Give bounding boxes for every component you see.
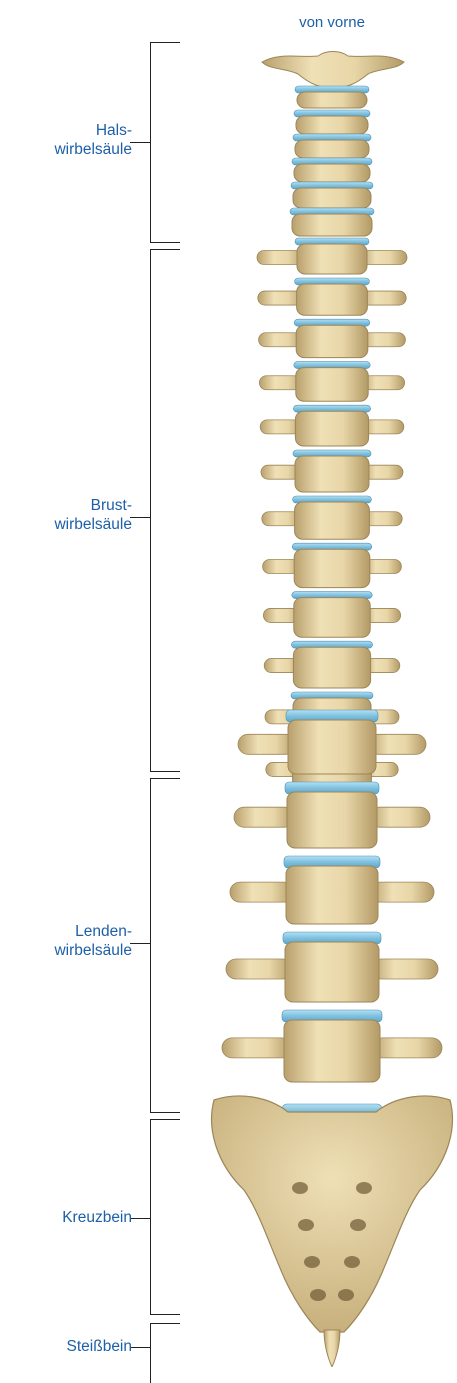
sacral-foramen xyxy=(338,1289,354,1301)
transverse-process-left xyxy=(230,882,294,902)
transverse-process-right xyxy=(368,734,426,754)
vertebra-body xyxy=(294,164,370,182)
transverse-process-right xyxy=(369,807,430,827)
sacral-foramen xyxy=(356,1182,372,1194)
transverse-process-right xyxy=(372,1038,442,1058)
transverse-process-left xyxy=(222,1038,292,1058)
sacral-foramen xyxy=(292,1182,308,1194)
transverse-process-left xyxy=(238,734,296,754)
transverse-process-left xyxy=(234,807,295,827)
vertebra-body xyxy=(295,502,370,539)
transverse-process-left xyxy=(226,959,293,979)
sacral-foramen xyxy=(298,1219,314,1231)
vertebra-body xyxy=(285,942,379,1002)
vertebra-body xyxy=(288,720,376,774)
vertebra-body xyxy=(287,792,377,848)
sacral-foramen xyxy=(344,1256,360,1268)
transverse-process-right xyxy=(371,959,438,979)
vertebra-body xyxy=(295,456,369,492)
vertebra-body xyxy=(293,188,371,208)
vertebra-body xyxy=(284,1020,380,1082)
vertebra-body xyxy=(297,284,368,315)
vertebra-body xyxy=(296,325,368,357)
sacral-foramen xyxy=(350,1219,366,1231)
sacrum xyxy=(212,1096,453,1332)
vertebra-body xyxy=(297,244,367,274)
sacral-foramen xyxy=(304,1256,320,1268)
vertebra-body xyxy=(294,549,370,587)
vertebra-body xyxy=(295,411,368,446)
vertebra-body xyxy=(297,92,367,108)
sacral-foramen xyxy=(310,1289,326,1301)
vertebra-body xyxy=(286,866,378,924)
transverse-process-right xyxy=(370,882,434,902)
vertebra-body xyxy=(296,116,368,134)
coccyx xyxy=(324,1330,340,1367)
vertebra-body xyxy=(293,647,370,688)
vertebra-body xyxy=(296,368,368,402)
vertebra-body xyxy=(295,140,369,158)
vertebra-body xyxy=(294,598,370,638)
vertebra-body xyxy=(292,214,372,236)
atlas-vertebra xyxy=(262,52,404,89)
